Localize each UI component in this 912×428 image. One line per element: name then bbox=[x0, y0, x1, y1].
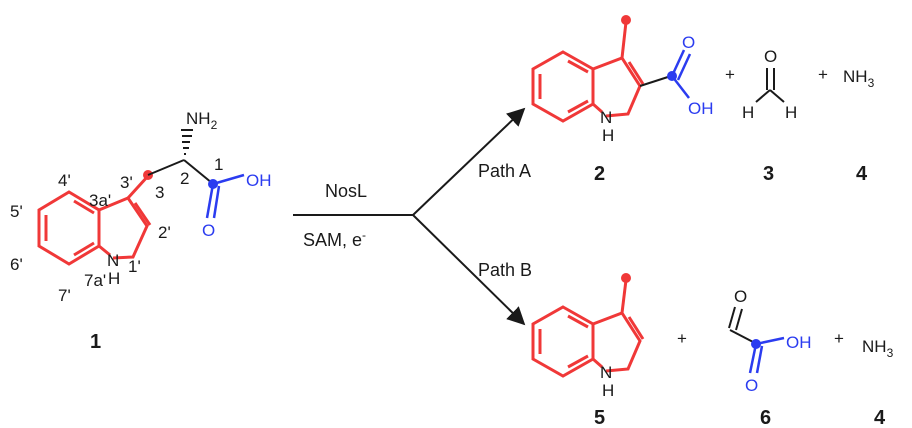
compound-5-pyrrole-ring bbox=[592, 311, 642, 373]
compound-1-inner-bond-b bbox=[73, 199, 95, 215]
compound-1-pos-1: 1 bbox=[214, 155, 223, 174]
compound-2-methyl-bond bbox=[620, 21, 628, 59]
compound-1-pos-4p: 4' bbox=[58, 171, 71, 190]
compound-2-oh-label: OH bbox=[688, 99, 714, 118]
path-a-plus-2: + bbox=[818, 65, 828, 84]
compound-2-pyrrole-double bbox=[627, 61, 645, 85]
compound-3-h-right: H bbox=[785, 103, 797, 122]
compound-5-n-label: N bbox=[600, 363, 612, 382]
compound-5-methyl-dot bbox=[621, 273, 631, 283]
compound-1-pos-7p: 7' bbox=[58, 286, 71, 305]
compound-6-c-o-bond-2 bbox=[755, 345, 764, 374]
path-b-plus-1: + bbox=[677, 329, 687, 348]
path-b-plus-2: + bbox=[834, 329, 844, 348]
compound-6-c-o-bond-1 bbox=[748, 343, 758, 374]
path-b-arrow bbox=[412, 214, 526, 326]
compound-1-pos-2: 2 bbox=[180, 169, 189, 188]
compound-4a-nh3-label: NH3 bbox=[843, 67, 875, 90]
enzyme-label: NosL bbox=[325, 181, 367, 201]
compound-1-oh-label: OH bbox=[246, 171, 272, 190]
path-a-plus-1: + bbox=[725, 65, 735, 84]
compound-1-hashed-wedge bbox=[181, 129, 193, 155]
compound-5-h-label: H bbox=[602, 381, 614, 400]
compound-5-inner-bond-b bbox=[567, 314, 589, 329]
compound-1-c-o-bond-2 bbox=[212, 185, 221, 219]
compound-4a: NH3 4 bbox=[843, 67, 875, 185]
compound-6-o-top-label: O bbox=[734, 287, 747, 306]
compound-1-pos-6p: 6' bbox=[10, 255, 23, 274]
compound-3-h-left: H bbox=[742, 103, 754, 122]
compound-3-number: 3 bbox=[763, 163, 774, 185]
compound-4b-number: 4 bbox=[874, 407, 886, 428]
compound-6-o-bottom-label: O bbox=[745, 376, 758, 395]
compound-3-h-bond-left bbox=[755, 89, 771, 103]
compound-2-inner-bond-c bbox=[567, 99, 589, 114]
compound-6-structure: O OH O 6 bbox=[728, 287, 812, 428]
reaction-arrows: NosL SAM, e- Path A Path B bbox=[293, 107, 532, 326]
compound-2-number: 2 bbox=[594, 163, 605, 185]
compound-2-c-o-bond-2 bbox=[676, 53, 692, 81]
compound-2-n-label: N bbox=[600, 108, 612, 127]
compound-2-methyl-dot bbox=[621, 15, 631, 25]
compound-2-benzene-ring bbox=[531, 50, 595, 123]
compound-2-structure: O OH N H 2 bbox=[531, 15, 714, 185]
compound-1-c-o-bond-1 bbox=[205, 183, 215, 219]
compound-1-pyrrole-ring bbox=[98, 196, 149, 260]
compound-5-pyrrole-bond bbox=[592, 357, 603, 369]
compound-2-o-label: O bbox=[682, 33, 695, 52]
compound-2-c2-cooh-bond bbox=[639, 75, 672, 87]
compound-3-structure: O H H 3 bbox=[742, 47, 797, 185]
compound-1-c2-c1-bond bbox=[183, 159, 213, 184]
compound-5-number: 5 bbox=[594, 407, 605, 428]
compound-1-pos-3: 3 bbox=[155, 183, 164, 202]
compound-1-pos-5p: 5' bbox=[10, 202, 23, 221]
compound-1-pos-2p: 2' bbox=[158, 223, 171, 242]
compound-1-ch2-bond bbox=[126, 174, 150, 200]
compound-4a-number: 4 bbox=[856, 163, 868, 185]
cofactor-label: SAM, e- bbox=[303, 228, 366, 250]
compound-1-pos-7ap: 7a' bbox=[84, 271, 106, 290]
compound-1-h-label: H bbox=[108, 269, 120, 288]
compound-1-number: 1 bbox=[90, 331, 101, 353]
compound-4b: NH3 4 bbox=[862, 337, 894, 428]
compound-3-o-label: O bbox=[764, 47, 777, 66]
compound-2-pyrrole-bond bbox=[592, 102, 603, 114]
compound-4b-nh3-label: NH3 bbox=[862, 337, 894, 360]
compound-1-pyrrole-double bbox=[133, 202, 152, 226]
compound-1-pyrrole-bond bbox=[98, 244, 111, 257]
compound-2-c-o-bond-1 bbox=[670, 49, 686, 77]
compound-1-o-label: O bbox=[202, 221, 215, 240]
compound-2-h-label: H bbox=[602, 126, 614, 145]
compound-1-pos-3p: 3' bbox=[120, 173, 133, 192]
compound-1-pos-3ap: 3a' bbox=[89, 191, 111, 210]
compound-1-structure: NH2 OH O N H 1 2 3 3' 3a' 4' 5' 6' 7' 7a… bbox=[10, 109, 272, 353]
compound-5-methyl-bond bbox=[620, 279, 628, 314]
compound-1-pos-1p: 1' bbox=[128, 257, 141, 276]
compound-1-c3-c2-bond bbox=[147, 159, 185, 176]
compound-6-aldehyde-double-1 bbox=[728, 306, 736, 329]
path-a-arrow bbox=[412, 107, 526, 216]
compound-3-h-bond-right bbox=[769, 89, 785, 103]
compound-1-inner-bond-c bbox=[73, 241, 95, 257]
path-a-label: Path A bbox=[478, 161, 531, 181]
compound-2-c-oh-bond bbox=[671, 75, 690, 99]
path-b-label: Path B bbox=[478, 260, 532, 280]
compound-6-c-oh-bond bbox=[755, 336, 785, 346]
compound-6-number: 6 bbox=[760, 407, 771, 428]
compound-5-structure: N H 5 bbox=[531, 273, 645, 428]
compound-1-c-oh-bond bbox=[212, 173, 245, 186]
compound-5-pyrrole-double bbox=[627, 316, 645, 340]
compound-6-aldehyde-double-2 bbox=[735, 308, 743, 331]
compound-2-inner-bond-b bbox=[567, 59, 589, 74]
compound-6-cc-bond bbox=[729, 329, 756, 344]
compound-5-inner-bond-c bbox=[567, 354, 589, 369]
compound-1-n-label: N bbox=[107, 251, 119, 270]
compound-5-benzene-ring bbox=[531, 305, 595, 378]
compound-6-oh-label: OH bbox=[786, 333, 812, 352]
compound-1-nh2-label: NH2 bbox=[186, 109, 218, 132]
